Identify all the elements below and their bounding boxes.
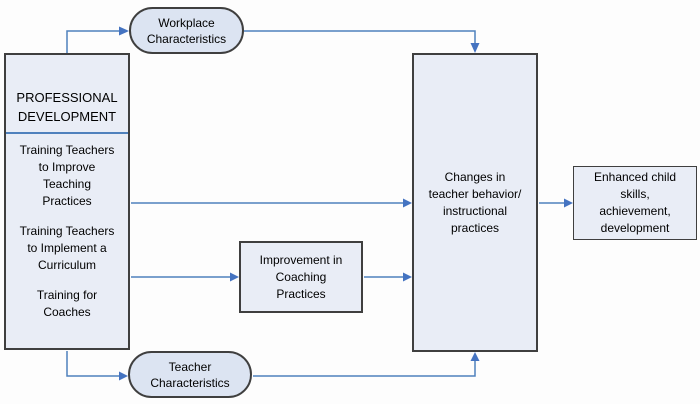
arrowhead — [470, 43, 480, 53]
pd-item-training-for-coaches: Training for Coaches — [36, 288, 98, 319]
edge-pd-to-workplace — [66, 30, 119, 53]
pd-item-training-implement-curriculum: Training Teachers to Implement a Curricu… — [19, 224, 115, 272]
arrowhead — [470, 352, 480, 361]
enhanced-child-outcomes-label: Enhanced child skills, achievement, deve… — [593, 170, 677, 235]
edge-workplace-to-changes — [244, 30, 476, 44]
arrowhead — [230, 272, 239, 282]
node-workplace-characteristics: Workplace Characteristics — [129, 7, 244, 54]
arrowhead — [403, 198, 412, 208]
arrowhead — [119, 371, 128, 381]
changes-in-teacher-behavior-label: Changes in teacher behavior/ instruction… — [428, 169, 522, 235]
node-teacher-characteristics: Teacher Characteristics — [128, 351, 252, 398]
node-improvement-in-coaching-practices: Improvement in Coaching Practices — [239, 241, 363, 313]
node-enhanced-child-outcomes: Enhanced child skills, achievement, deve… — [573, 166, 697, 240]
node-changes-in-teacher-behavior: Changes in teacher behavior/ instruction… — [412, 53, 538, 352]
edge-teacher-to-changes — [253, 361, 476, 377]
arrowhead — [119, 26, 129, 36]
edge-pd-to-teacher — [66, 351, 119, 377]
pd-item-training-improve-practices: Training Teachers to Improve Teaching Pr… — [19, 143, 115, 208]
professional-development-title: PROFESSIONAL DEVELOPMENT — [16, 90, 118, 124]
node-professional-development: PROFESSIONAL DEVELOPMENT Training Teache… — [4, 53, 130, 350]
workplace-characteristics-label: Workplace Characteristics — [146, 15, 227, 46]
divider-line — [6, 132, 128, 134]
arrowhead — [403, 272, 412, 282]
arrowhead — [564, 198, 573, 208]
professional-development-items: Training Teachers to Improve Teaching Pr… — [6, 134, 128, 321]
improvement-in-coaching-practices-label: Improvement in Coaching Practices — [259, 252, 343, 301]
teacher-characteristics-label: Teacher Characteristics — [150, 359, 230, 390]
